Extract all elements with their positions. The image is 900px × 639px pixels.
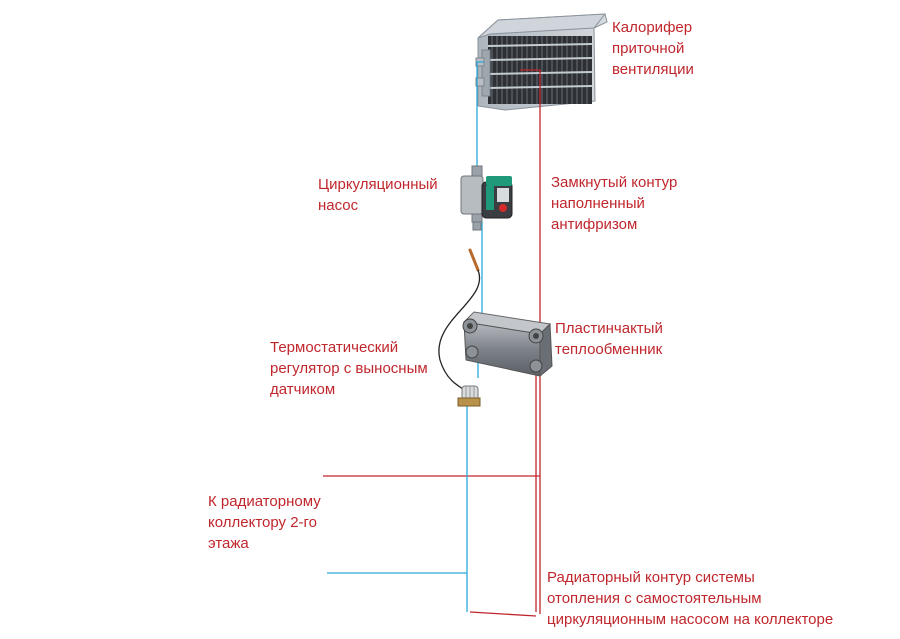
heater-label: Калорифер приточной вентиляции bbox=[612, 17, 694, 80]
heat-exchanger-label-line: теплообменник bbox=[555, 341, 663, 358]
radiator-loop-label: Радиаторный контур системы отопления с с… bbox=[547, 567, 833, 630]
heater-label-line: приточной bbox=[612, 40, 685, 57]
thermostat-label-line: датчиком bbox=[270, 381, 336, 398]
closed-loop-label-line: антифризом bbox=[551, 216, 638, 233]
collector-label: К радиаторному коллектору 2-го этажа bbox=[208, 491, 321, 554]
plate-heat-exchanger-icon bbox=[462, 311, 553, 378]
pump-label-line: Циркуляционный bbox=[318, 176, 438, 193]
air-heater-icon bbox=[475, 13, 608, 111]
remote-sensor-icon bbox=[438, 248, 481, 393]
thermostatic-valve-icon bbox=[457, 385, 481, 407]
heater-label-line: Калорифер bbox=[612, 19, 693, 36]
return-pipe bbox=[327, 61, 484, 612]
collector-label-line: коллектору 2-го bbox=[208, 514, 318, 531]
closed-loop-label-line: Замкнутый контур bbox=[551, 174, 678, 191]
pump-label-line: насос bbox=[318, 197, 359, 214]
closed-loop-label: Замкнутый контур наполненный антифризом bbox=[551, 172, 677, 235]
heat-exchanger-label-line: Пластинчактый bbox=[555, 320, 663, 337]
collector-label-line: этажа bbox=[208, 535, 249, 552]
radiator-loop-label-line: Радиаторный контур системы bbox=[547, 569, 755, 586]
closed-loop-label-line: наполненный bbox=[551, 195, 645, 212]
collector-label-line: К радиаторному bbox=[208, 493, 321, 510]
circulation-pump-icon bbox=[460, 165, 513, 231]
thermostat-label: Термостатический регулятор с выносным да… bbox=[270, 337, 428, 400]
pump-label: Циркуляционный насос bbox=[318, 174, 438, 216]
radiator-loop-label-line: отопления с самостоятельным bbox=[547, 590, 762, 607]
radiator-loop-label-line: циркуляционным насосом на коллекторе bbox=[547, 611, 834, 628]
thermostat-label-line: Термостатический bbox=[270, 339, 399, 356]
heat-exchanger-label: Пластинчактый теплообменник bbox=[555, 318, 663, 360]
heater-label-line: вентиляции bbox=[612, 61, 694, 78]
thermostat-label-line: регулятор с выносным bbox=[270, 360, 428, 377]
